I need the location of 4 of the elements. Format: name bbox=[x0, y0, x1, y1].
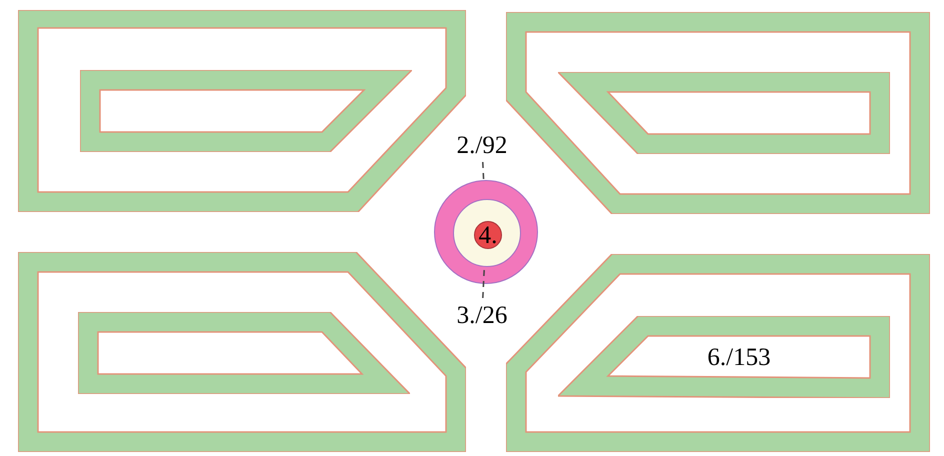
callout-label: 3./26 bbox=[456, 302, 508, 328]
callout-label: 2./92 bbox=[456, 132, 508, 158]
leader-line bbox=[482, 162, 484, 180]
plot-label: 6./153 bbox=[707, 344, 771, 370]
